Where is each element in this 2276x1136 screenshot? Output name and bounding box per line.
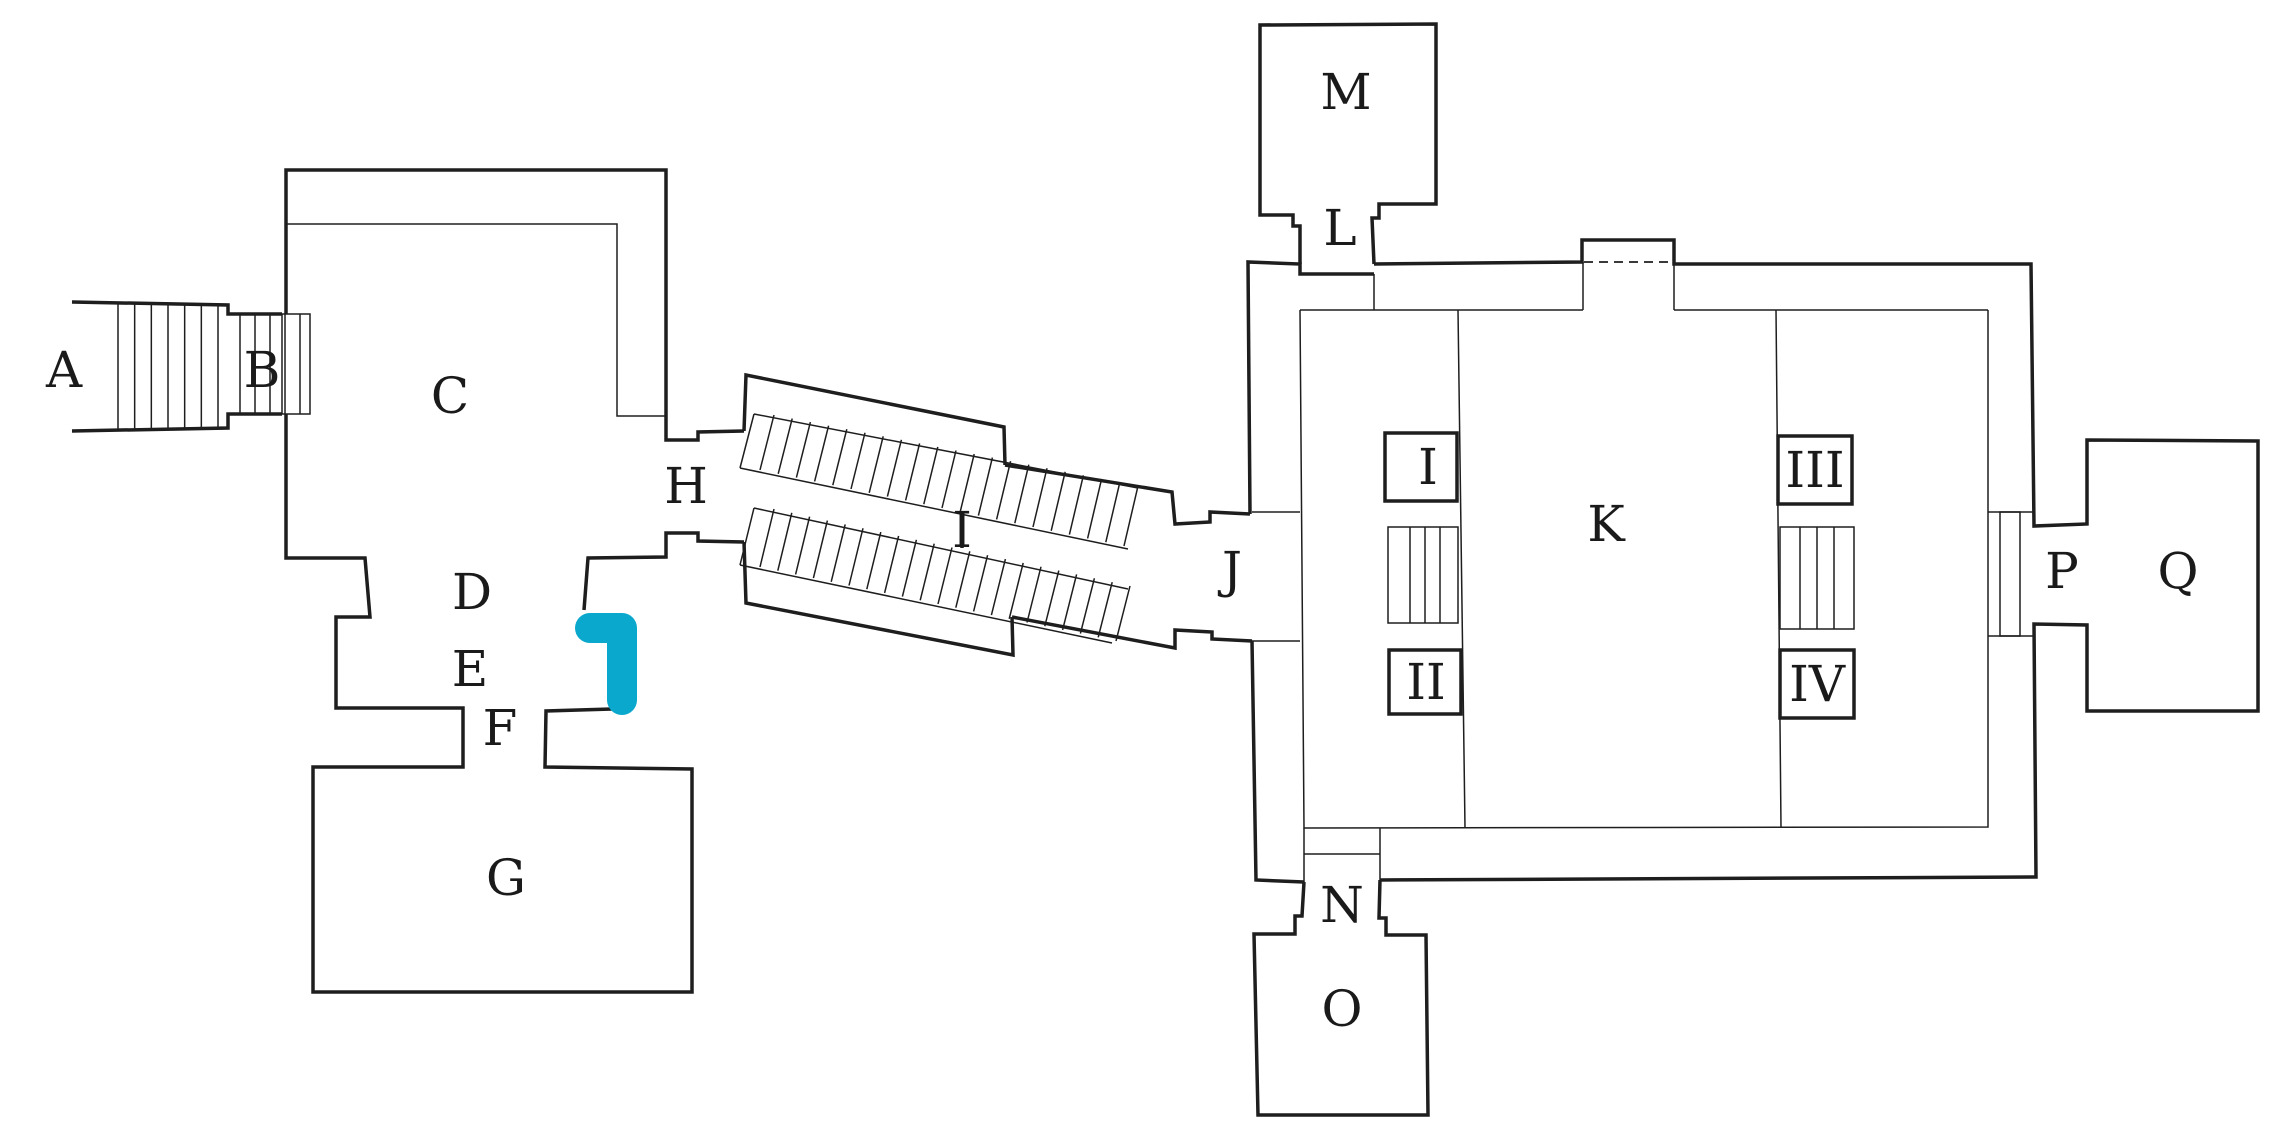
highlight-marker [575, 613, 637, 715]
label-pillar-iii: III [1785, 441, 1844, 499]
stair-tread [923, 446, 939, 505]
label-a: A [45, 341, 83, 399]
label-m: M [1320, 63, 1371, 121]
stair-tread [830, 524, 846, 582]
label-d: D [452, 563, 492, 621]
stair-tread [832, 429, 848, 486]
stair-tread [1032, 468, 1048, 528]
stair-tread [812, 520, 829, 579]
label-b: B [244, 341, 281, 399]
stair-tread [977, 457, 994, 516]
label-f: F [483, 699, 518, 757]
stair-tread [1115, 585, 1131, 642]
stair-tread [759, 508, 775, 568]
stair-tread [995, 460, 1012, 520]
label-c: C [431, 367, 469, 425]
stair-tread [937, 547, 953, 605]
label-i-corridor: I [952, 501, 972, 559]
stair-tread [759, 414, 775, 471]
stair-tread [919, 543, 935, 601]
stair-tread [1014, 464, 1030, 524]
stair-tread [1061, 574, 1078, 631]
stair-tread [777, 512, 793, 571]
label-o: O [1322, 980, 1363, 1038]
stair-tread [1105, 482, 1121, 543]
stair-tread [813, 425, 830, 482]
stair-tread [1026, 566, 1042, 623]
stair-tread [904, 443, 921, 501]
side-chamber-o [1252, 828, 1430, 1117]
stair-tread [1050, 471, 1066, 531]
stair-tread [886, 439, 903, 497]
stair-tread [941, 450, 957, 509]
label-g: G [486, 849, 526, 907]
stair-tread [1044, 570, 1060, 627]
stair-tread [1097, 581, 1113, 638]
stair-tread [866, 531, 882, 590]
stair-tread [848, 528, 864, 586]
stair-tread [1086, 478, 1103, 539]
corridor-i-stairs [739, 372, 1253, 658]
stair-tread [850, 432, 866, 490]
label-l: L [1323, 199, 1356, 257]
pillar-iii [1776, 434, 1854, 506]
label-p: P [2045, 542, 2079, 600]
label-k: K [1587, 495, 1626, 553]
stairs-b [239, 313, 311, 415]
label-pillar-ii: II [1406, 653, 1446, 711]
stair-tread [1123, 485, 1139, 547]
pillared-hall-k [1246, 238, 2260, 884]
pillar-i [1383, 431, 1459, 503]
stair-tread [777, 418, 793, 474]
stair-tread [794, 516, 811, 575]
label-h: H [664, 457, 708, 515]
label-pillar-iv: IV [1789, 655, 1846, 713]
stair-tread [795, 421, 812, 478]
stair-tread [955, 551, 971, 608]
pillar-ii [1387, 648, 1463, 716]
stair-tread [868, 436, 884, 493]
stair-tread [972, 555, 989, 612]
passage-j [1252, 511, 1300, 642]
chambers-c-to-h [284, 168, 745, 994]
stair-tread [990, 558, 1007, 616]
side-chamber-m [1258, 22, 1438, 275]
stair-tread [1068, 475, 1085, 535]
stair-tread [1079, 578, 1096, 634]
label-e: E [452, 640, 489, 698]
stair-tread [883, 535, 900, 594]
label-pillar-i: I [1418, 438, 1438, 496]
stair-tread [1008, 562, 1024, 619]
stair-tread [901, 539, 918, 597]
pillar-iv [1778, 648, 1856, 720]
label-j: J [1217, 541, 1242, 599]
stair-tread [959, 453, 975, 512]
label-n: N [1320, 876, 1364, 934]
label-q: Q [2158, 542, 2199, 600]
